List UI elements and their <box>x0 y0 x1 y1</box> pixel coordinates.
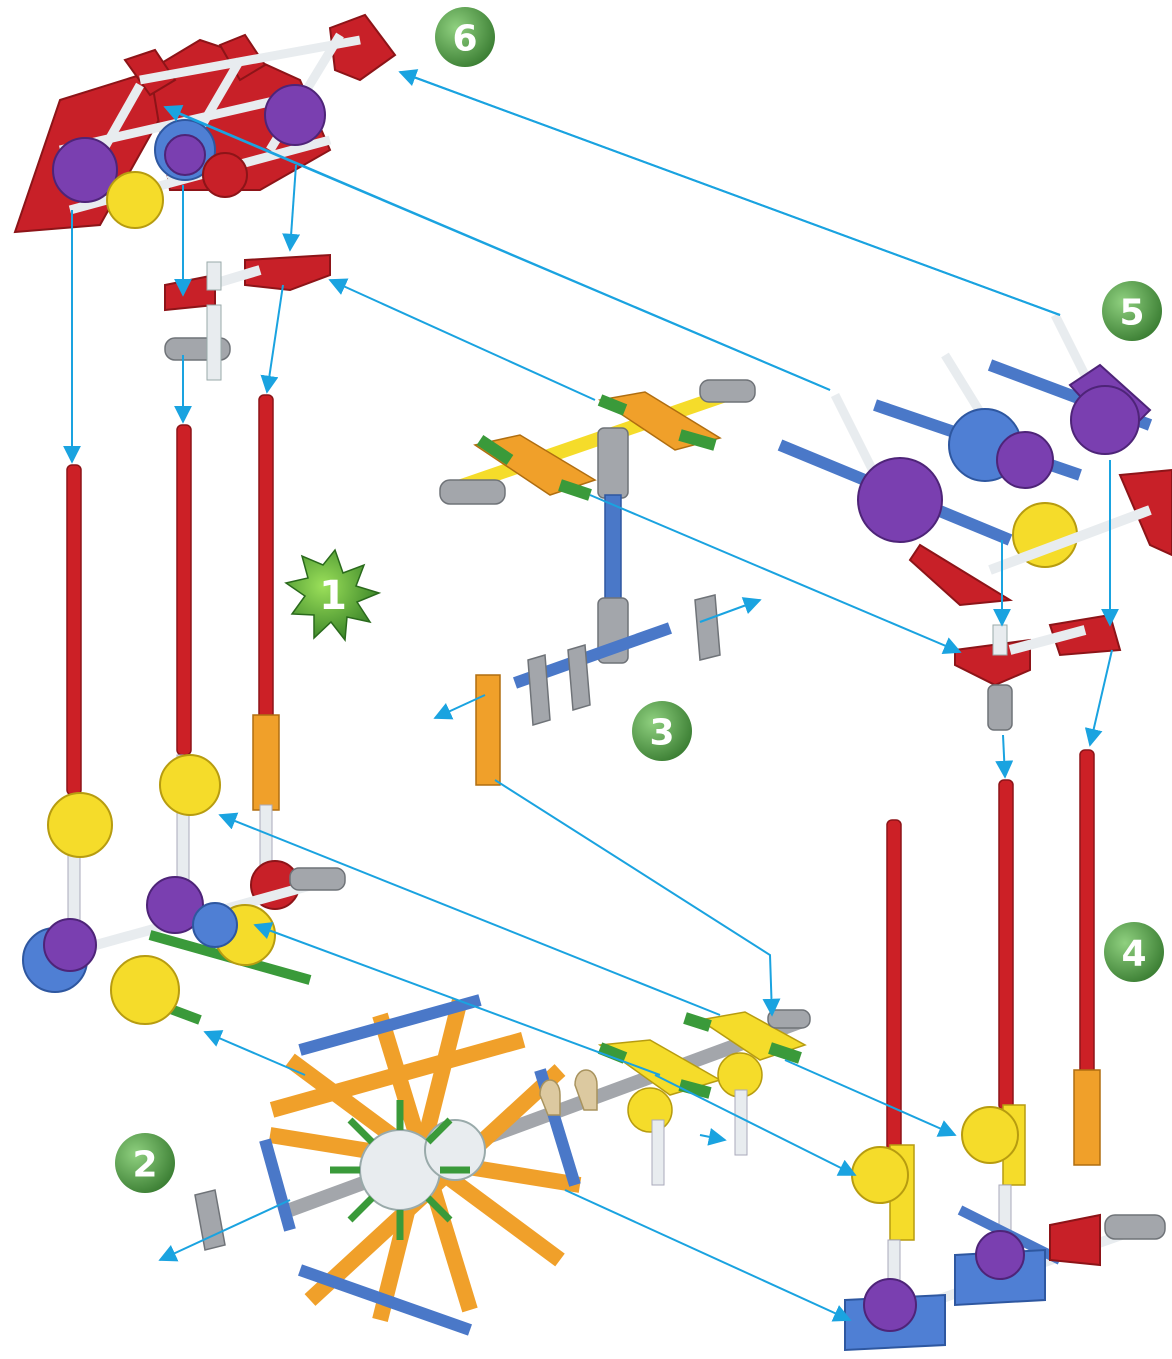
right-base-frame <box>844 1205 1166 1352</box>
step-number-6: 6 <box>452 19 477 60</box>
roof-assembly <box>13 13 397 234</box>
step-badge-1: 1 <box>284 548 382 642</box>
arrow-roof-back-5 <box>163 105 831 391</box>
step-badge-6: 6 <box>435 7 495 67</box>
arrow-crank-to-right-yellow-2 <box>654 1074 857 1176</box>
arrow-right-bar-to-rod-1 <box>995 734 1014 779</box>
right-column-rods <box>851 749 1101 1311</box>
arrow-wheel-to-base <box>203 1030 306 1076</box>
arrow-orange-to-crank <box>494 779 781 1017</box>
arrow-roof-to-bar-2 <box>282 164 301 252</box>
assembly-arrows <box>63 69 1119 1322</box>
arrow-arm-end-right <box>699 597 762 623</box>
crank-assembly <box>597 1009 811 1186</box>
arrow-bar-to-left-rod-3 <box>260 284 284 394</box>
step-number-1: 1 <box>319 573 347 619</box>
upper-arm-assembly <box>439 379 756 786</box>
step-badge-4: 4 <box>1104 922 1164 982</box>
arrow-roof-back-6 <box>398 69 1061 316</box>
left-column-rods <box>47 394 300 926</box>
arrow-crank-to-right-yellow <box>784 1059 957 1137</box>
right-roof-assembly <box>777 312 1172 607</box>
starburst-icon <box>284 548 382 642</box>
arrow-right-bar-to-rod-2 <box>1084 649 1113 747</box>
step-badge-2: 2 <box>115 1133 175 1193</box>
arrow-crank-to-left-yellow <box>218 812 721 1016</box>
arrow-arm-to-bar <box>328 278 596 401</box>
step-badge-5: 5 <box>1102 281 1162 341</box>
arrow-orange-left <box>433 694 486 720</box>
step-number-4: 4 <box>1121 934 1146 975</box>
step-number-2: 2 <box>132 1145 157 1186</box>
step-badge-3: 3 <box>632 701 692 761</box>
step-number-5: 5 <box>1119 293 1144 334</box>
arrow-wheel-to-right-base <box>564 1189 852 1322</box>
arrow-crank-lower <box>699 1127 727 1146</box>
left-base-frame <box>22 867 346 1025</box>
arrow-axle-left <box>158 1199 291 1262</box>
right-support-bar <box>954 613 1122 731</box>
arrow-crank-to-left-yellow-2 <box>253 922 661 1076</box>
arrow-arm-to-right-bar <box>589 494 962 654</box>
step-number-3: 3 <box>649 713 674 754</box>
roof-support-bar <box>164 253 331 381</box>
wheel-assembly <box>194 994 808 1336</box>
